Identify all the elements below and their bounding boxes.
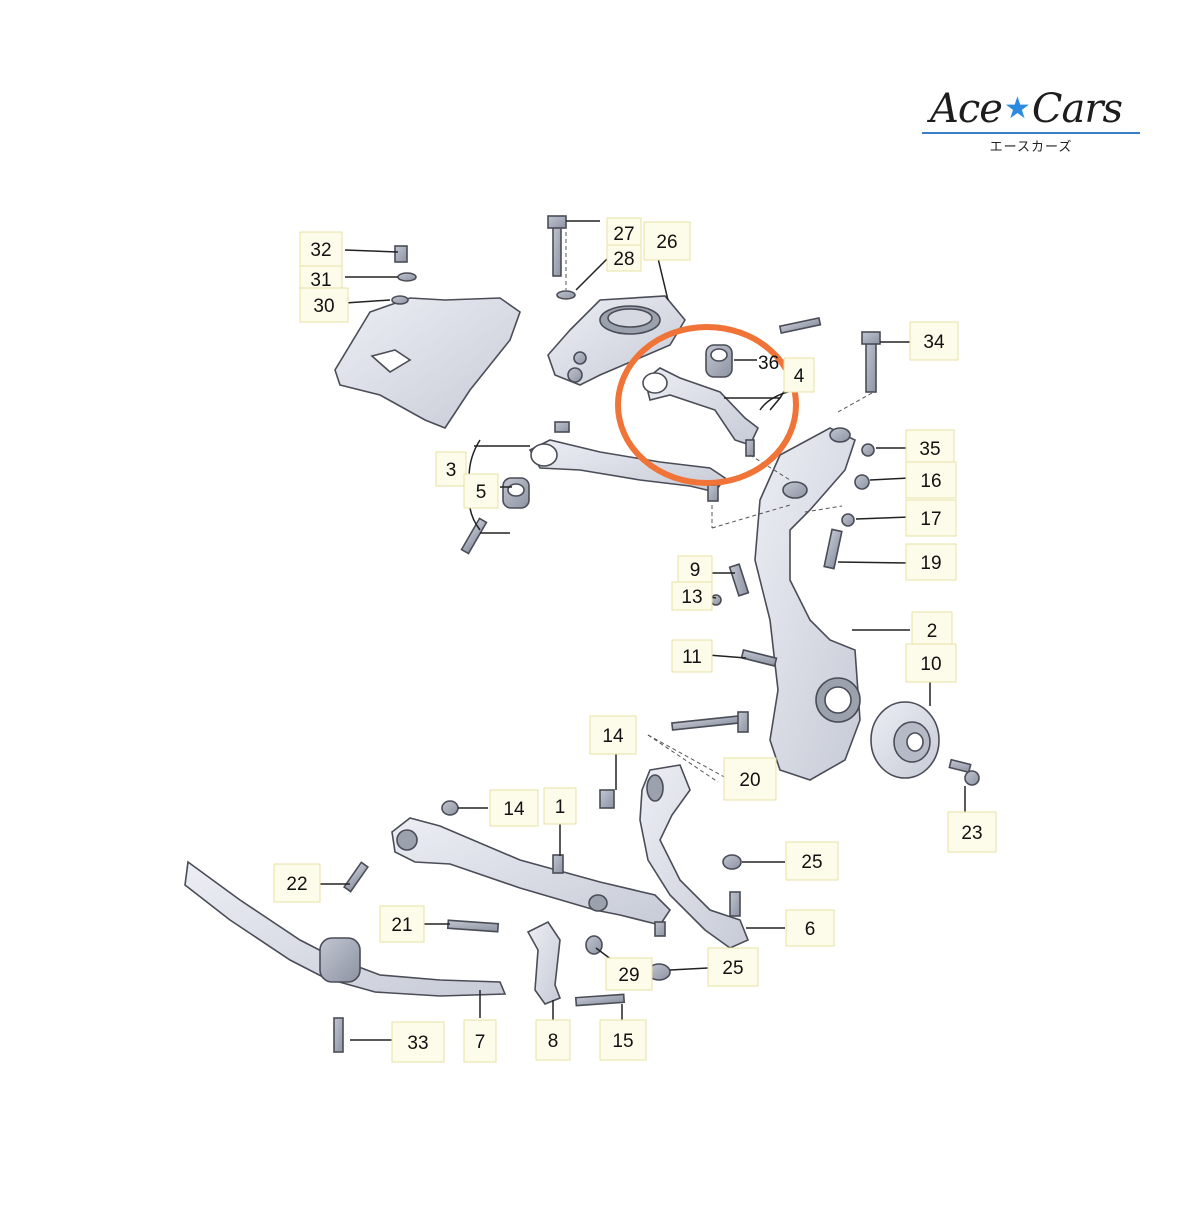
callout-label-c25b: 25 <box>722 958 743 979</box>
highlight-ring <box>615 324 799 486</box>
callout-box-c14b <box>489 789 539 827</box>
logo-brand-left: Ace <box>930 86 1003 132</box>
callout-label-c29: 29 <box>618 965 639 986</box>
callout-box-c25a <box>785 841 839 881</box>
callout-label-c4: 4 <box>794 366 805 387</box>
callout-box-c33 <box>391 1021 445 1063</box>
callout-label-c32: 32 <box>310 240 331 261</box>
logo-brand-right: Cars <box>1031 86 1123 132</box>
star-icon: ★ <box>1003 91 1031 126</box>
callout-box-c20 <box>723 757 777 801</box>
callout-label-c27: 27 <box>613 224 634 245</box>
callout-box-c28 <box>606 244 642 272</box>
logo-subtitle: エースカーズ <box>989 140 1073 155</box>
callout-label-c11: 11 <box>682 647 702 668</box>
callout-box-c34 <box>909 321 959 361</box>
callout-label-c10: 10 <box>920 654 941 675</box>
callout-box-c3 <box>435 451 467 487</box>
callout-label-c25a: 25 <box>801 852 822 873</box>
callout-label-c21: 21 <box>391 915 412 936</box>
callout-label-c14b: 14 <box>503 799 525 820</box>
callout-box-c19 <box>905 543 957 581</box>
callout-box-c14a <box>589 715 637 755</box>
heat-shield-part <box>334 297 521 429</box>
callout-box-c7 <box>463 1019 497 1063</box>
callout-box-c10 <box>905 643 957 683</box>
callout-box-c1 <box>543 787 577 825</box>
callout-label-c33: 33 <box>407 1033 428 1054</box>
callout-box-c6 <box>785 909 835 947</box>
callout-label-c20: 20 <box>739 770 760 791</box>
callout-box-c23 <box>947 811 997 853</box>
callout-label-c5: 5 <box>476 482 487 503</box>
callout-label-c9: 9 <box>690 560 701 581</box>
callout-label-c19: 19 <box>920 553 941 574</box>
callout-label-c1: 1 <box>555 797 566 818</box>
callout-label-c8: 8 <box>548 1031 559 1052</box>
callout-box-c9 <box>677 555 713 583</box>
callout-box-c5 <box>463 473 499 509</box>
callout-label-c31: 31 <box>310 270 331 291</box>
callout-label-c13: 13 <box>681 587 702 608</box>
callout-box-c32 <box>299 231 343 267</box>
callout-label-c17: 17 <box>920 509 941 530</box>
callout-box-c17 <box>905 499 957 537</box>
callout-label-c7: 7 <box>475 1032 486 1053</box>
callout-box-c21 <box>379 905 425 943</box>
callout-label-c35: 35 <box>919 439 940 460</box>
callout-box-c13 <box>671 581 713 611</box>
callout-label-c34: 34 <box>923 332 945 353</box>
callout-box-c27 <box>606 217 642 249</box>
callout-label-c28: 28 <box>613 249 634 270</box>
lower-control-arm-6-part <box>639 764 750 949</box>
callout-box-c16 <box>905 461 957 499</box>
callout-label-c14a: 14 <box>602 726 624 747</box>
callout-label-c16: 16 <box>920 471 941 492</box>
callout-label-c6: 6 <box>805 919 816 940</box>
lower-control-arm-1-part <box>391 817 672 926</box>
steering-knuckle-part <box>754 427 861 781</box>
logo-underline <box>922 132 1140 134</box>
upper-control-arm-part <box>644 367 759 446</box>
callout-box-c25b <box>707 947 759 987</box>
callout-box-c30 <box>299 287 349 323</box>
callout-box-c29 <box>605 957 653 991</box>
callout-label-c22: 22 <box>286 874 307 895</box>
callout-box-c35 <box>905 429 955 467</box>
coupling-rod-part <box>526 920 562 1005</box>
callout-box-c8 <box>535 1019 571 1061</box>
parts-group <box>184 215 980 1053</box>
callout-box-c11 <box>671 639 713 673</box>
callout-box-c22 <box>273 863 321 903</box>
callout-label-c30: 30 <box>313 296 334 317</box>
callout-box-c15 <box>599 1019 647 1061</box>
ace-cars-logo: Ace★Cars エースカーズ <box>922 86 1144 156</box>
callout-box-c4 <box>783 357 815 393</box>
dashed-connectors <box>565 232 873 791</box>
callout-label-c3: 3 <box>446 460 457 481</box>
bolt-27-part <box>552 225 562 277</box>
callout-box-c26 <box>643 221 691 261</box>
callout-label-c2: 2 <box>927 621 938 642</box>
callout-label-c23: 23 <box>961 823 982 844</box>
callout-label-c26: 26 <box>656 232 677 253</box>
callout-labels: 2728263231304343516171935913112101420231… <box>273 217 997 1063</box>
highlight-part-number: 36 <box>758 353 779 374</box>
callout-label-c15: 15 <box>612 1031 633 1052</box>
logo-wordmark: Ace★Cars <box>930 86 1123 132</box>
